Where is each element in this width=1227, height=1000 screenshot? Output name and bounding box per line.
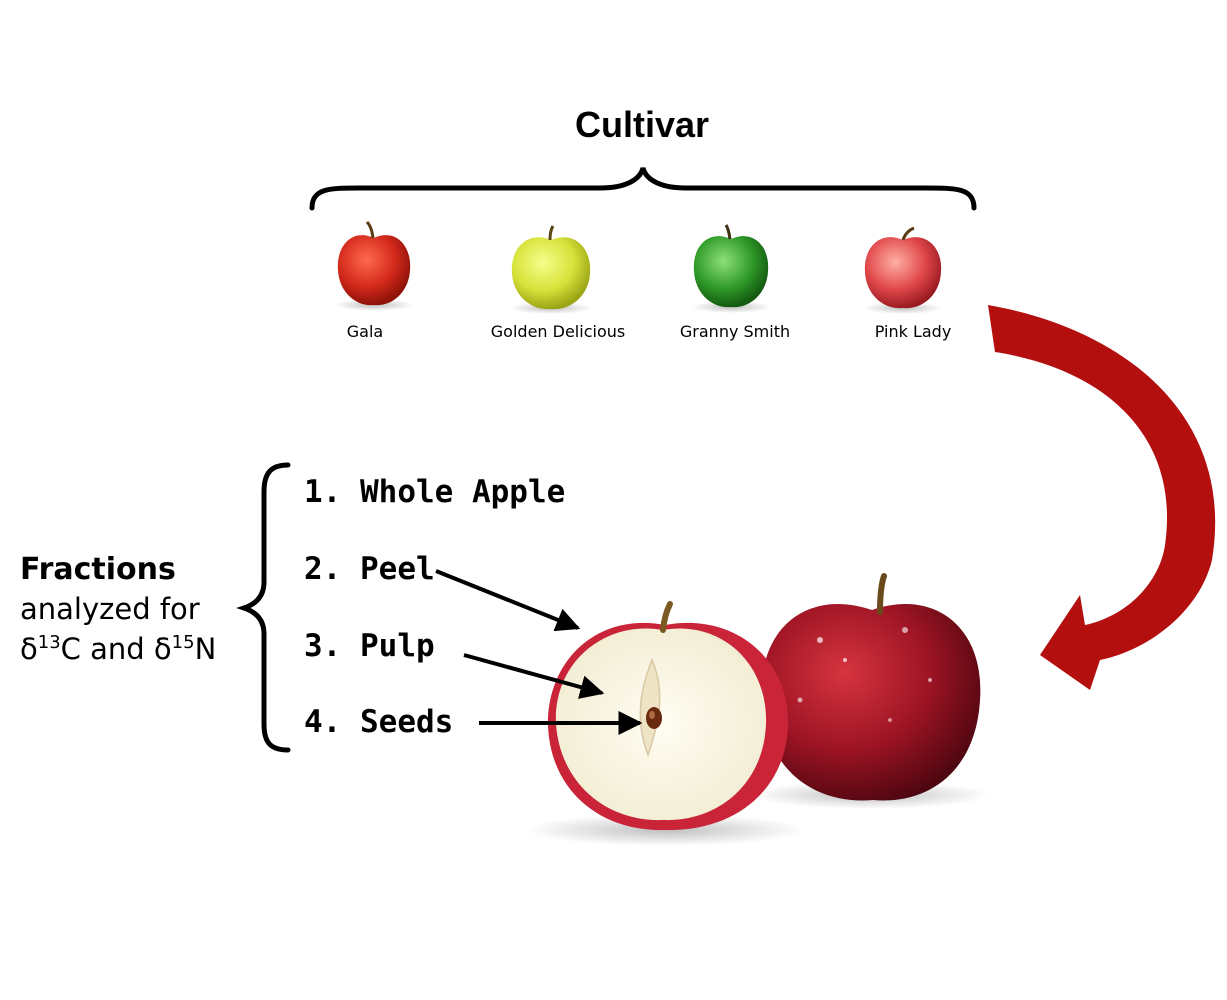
cultivar-label-golden-delicious: Golden Delicious bbox=[490, 322, 626, 341]
flow-arrow bbox=[988, 305, 1216, 690]
apple-pink-lady-icon bbox=[863, 226, 943, 314]
fractions-brace bbox=[236, 462, 291, 753]
apple-granny-smith-icon bbox=[691, 224, 771, 313]
fraction-whole-apple: 1. Whole Apple bbox=[304, 474, 566, 510]
cultivar-label-pink-lady: Pink Lady bbox=[874, 322, 952, 341]
whole-red-apple-icon bbox=[750, 573, 990, 809]
cultivar-label-gala: Gala bbox=[346, 322, 384, 341]
isotopes-label: δ13C and δ15N bbox=[20, 632, 217, 666]
apple-gala-icon bbox=[334, 220, 414, 311]
pulp-arrow bbox=[463, 653, 605, 699]
cultivar-label-granny-smith: Granny Smith bbox=[679, 322, 791, 341]
fractions-heading: Fractions bbox=[20, 552, 176, 587]
apple-golden-delicious-icon bbox=[509, 225, 593, 314]
fractions-subtitle: analyzed for bbox=[20, 592, 200, 626]
fraction-pulp: 3. Pulp bbox=[304, 628, 435, 664]
fraction-peel: 2. Peel bbox=[304, 551, 435, 587]
fraction-seeds: 4. Seeds bbox=[304, 704, 454, 740]
peel-arrow bbox=[435, 569, 581, 632]
cultivar-title: Cultivar bbox=[574, 104, 710, 145]
cultivar-brace bbox=[309, 167, 977, 211]
halved-apple-icon bbox=[525, 601, 805, 846]
